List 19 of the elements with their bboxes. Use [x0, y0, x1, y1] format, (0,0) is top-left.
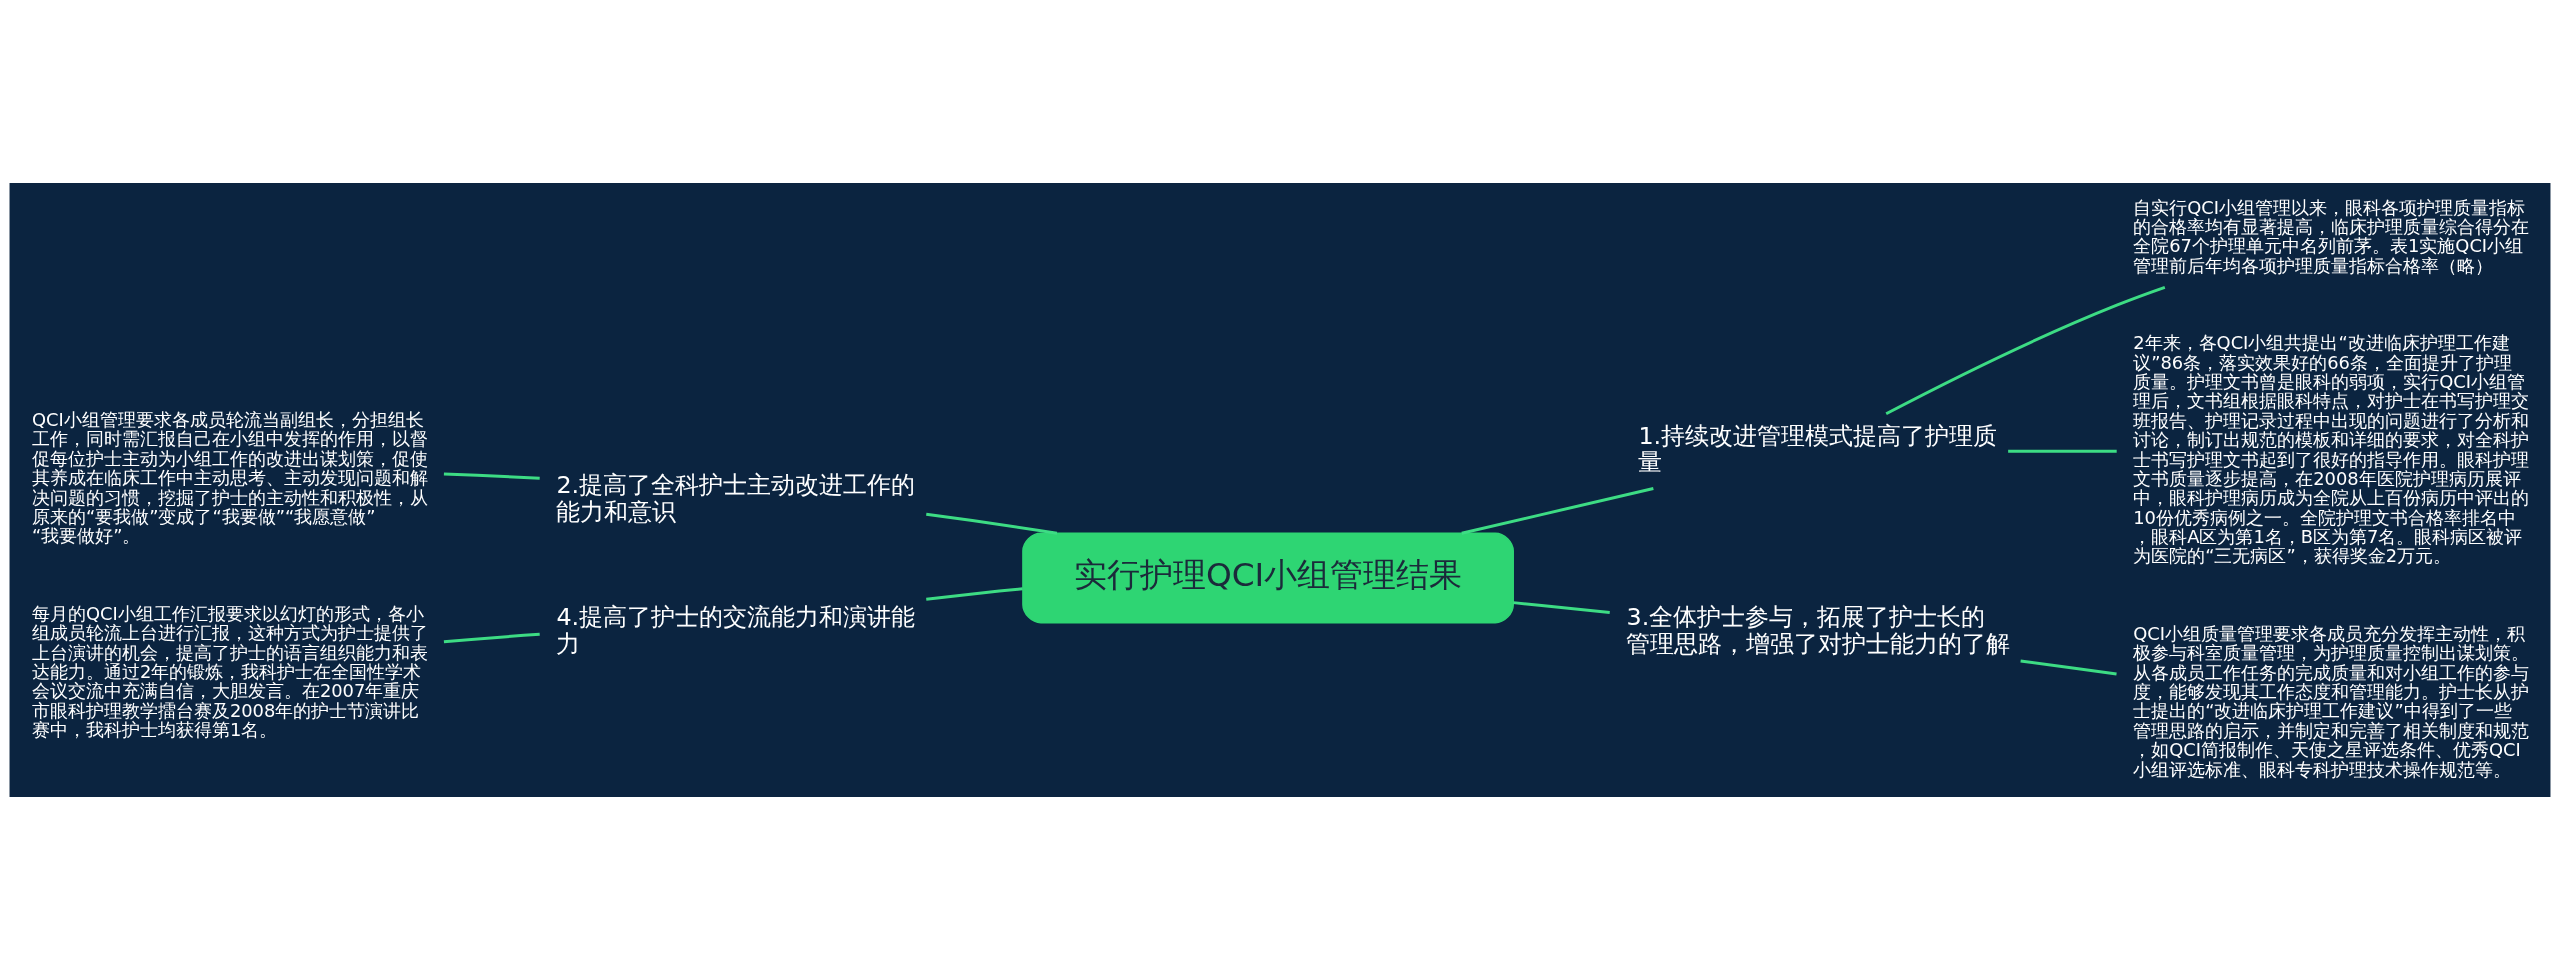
connector: [1885, 285, 2166, 416]
node-text: 1.持续改进管理模式提高了护理质量: [1638, 421, 1998, 477]
node-text: QCI小组质量管理要求各成员充分发挥主动性，积极参与科室质量管理，为护理质量控制出谋划策。从各成员工作任务的完成质量和对小组工作的参与度，能够发现其工作态度和管理能力。护士长从护士提出的“改进临床护理工作建议”中得到了一些管理思路的启示，并制定和完善了相关制度和规范，如QCI简报制作、天使之星评选条件、优秀QCI小组评选标准、眼科专科护理技术操作规范等。: [2133, 622, 2530, 780]
connector: [926, 512, 1058, 535]
connector: [2008, 449, 2117, 453]
connector: [2020, 659, 2117, 676]
node-text: 自实行QCI小组管理以来，眼科各项护理质量指标的合格率均有显著提高，临床护理质量综合得分在全院67个护理单元中名列前茅。表1实施QCI小组管理前后年均各项护理质量指标合格率（略）: [2133, 196, 2530, 276]
node-text: QCI小组管理要求各成员轮流当副组长，分担组长工作，同时需汇报自己在小组中发挥的作用，以督促每位护士主动为小组工作的改进出谋划策，促使其养成在临床工作中主动思考、主动发现问题和解决问题的习惯，挖掘了护士的主动性和积极性，从原来的“要我做”变成了“我要做”“我愿意做”“我要做好”。: [31, 409, 428, 547]
node-box: 实行护理QCI小组管理结果: [1022, 532, 1514, 624]
connector: [1461, 487, 1654, 535]
node-text: 3.全体护士参与，拓展了护士长的管理思路，增强了对护士能力的了解: [1626, 603, 2011, 659]
connector: [1513, 601, 1610, 614]
node-text: 2年来，各QCI小组共提出“改进临床护理工作建议”86条，落实效果好的66条，全面提升了护理质量。护理文书曾是眼科的弱项，实行QCI小组管理后，文书组根据眼科特点，对护士在书写护理交班报告、护理记录过程中出现的问题进行了分析和讨论，制订出规范的模板和详细的要求，对全科护士书写护理文书起到了很好的指导作用。眼科护理文书质量逐步提高，在2008年医院护理病历展评中，眼科护理病历成为全院从上百份病历中评出的10份优秀病例之一。全院护理文书合格率排名中，眼科A区为第1名，B区为第7名。眼科病区被评为医院的“三无病区”，获得奖金2万元。: [2133, 332, 2530, 567]
connector: [443, 472, 540, 480]
node-text: 4.提高了护士的交流能力和演讲能力: [556, 603, 916, 659]
node-text: 每月的QCI小组工作汇报要求以幻灯的形式，各小组成员轮流上台进行汇报，这种方式为护士提供了上台演讲的机会，提高了护士的语言组织能力和表达能力。通过2年的锻炼，我科护士在全国性学术会议交流中充满自信，大胆发言。在2007年重庆市眼科护理教学擂台赛及2008年的护士节演讲比赛中，我科护士均获得第1名。: [31, 602, 428, 741]
node-text: 2.提高了全科护士主动改进工作的能力和意识: [556, 470, 916, 526]
connector: [926, 587, 1023, 601]
connector: [443, 632, 540, 644]
